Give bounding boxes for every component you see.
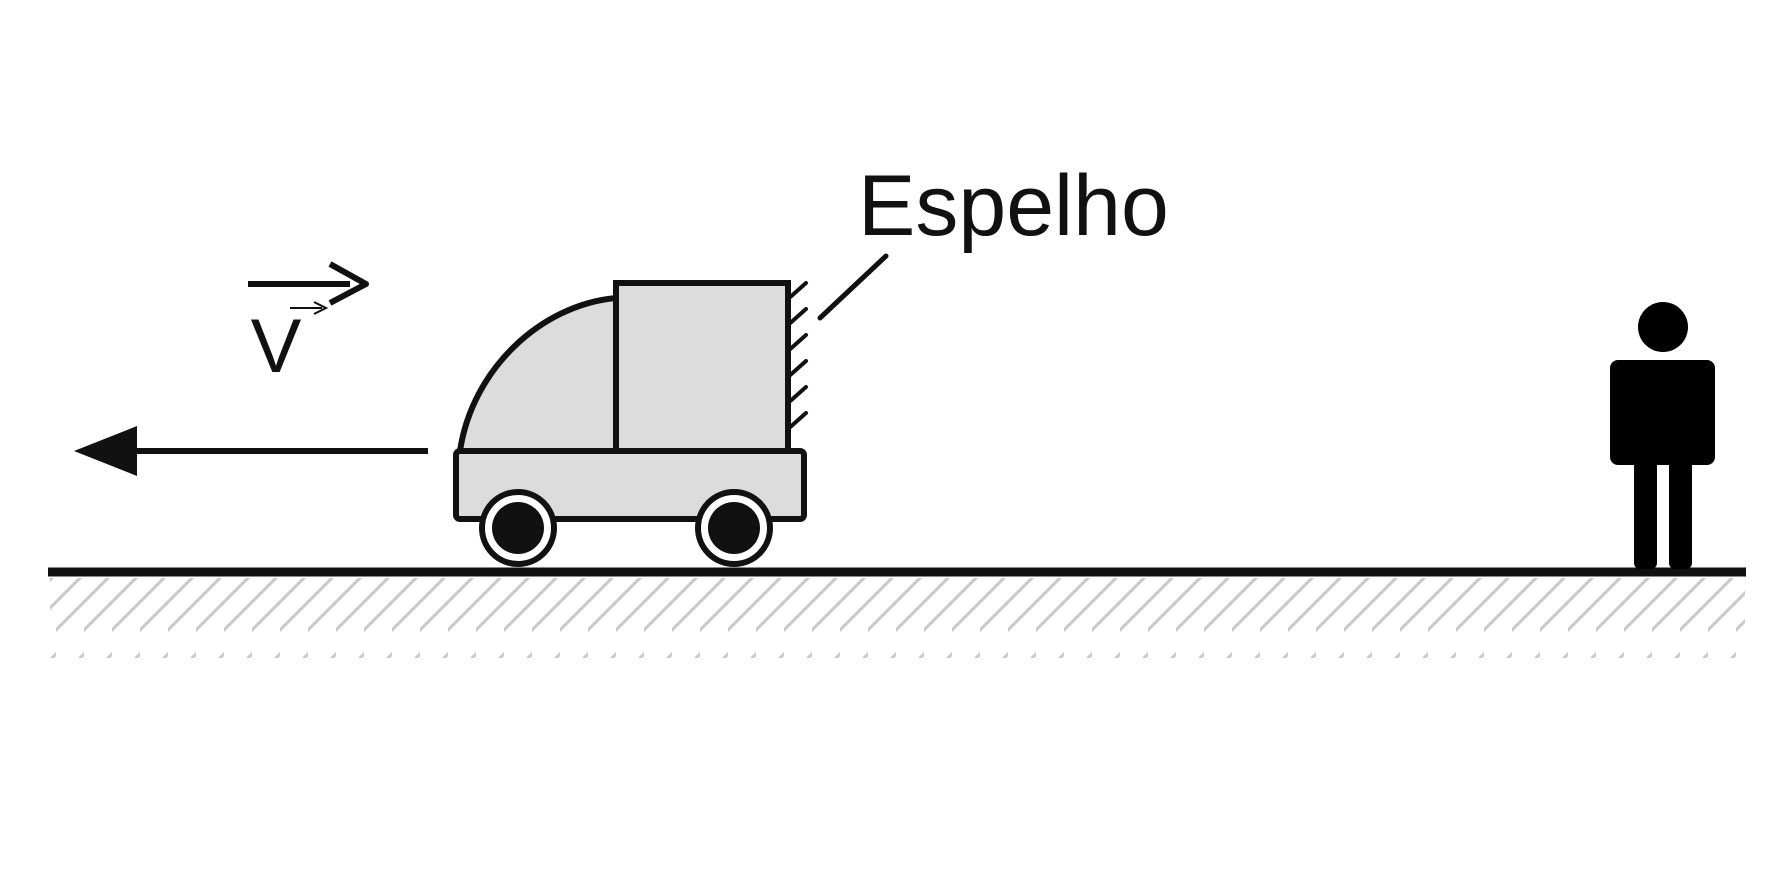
cart-cab [457, 295, 619, 454]
mirror-label: Espelho [858, 158, 1169, 254]
cart-box [613, 280, 791, 454]
cart-wheel-right [695, 489, 773, 567]
mirror-pointer-line [817, 253, 889, 321]
ground-hatch [50, 578, 1745, 658]
cart-icon [453, 280, 808, 567]
velocity-arrow-icon [74, 426, 428, 476]
velocity-label: V [251, 304, 302, 389]
cart-wheel-left [479, 489, 557, 567]
vector-symbol-arrow-icon [248, 261, 369, 315]
person-icon [1610, 302, 1715, 569]
mirror-hatch [786, 281, 808, 431]
